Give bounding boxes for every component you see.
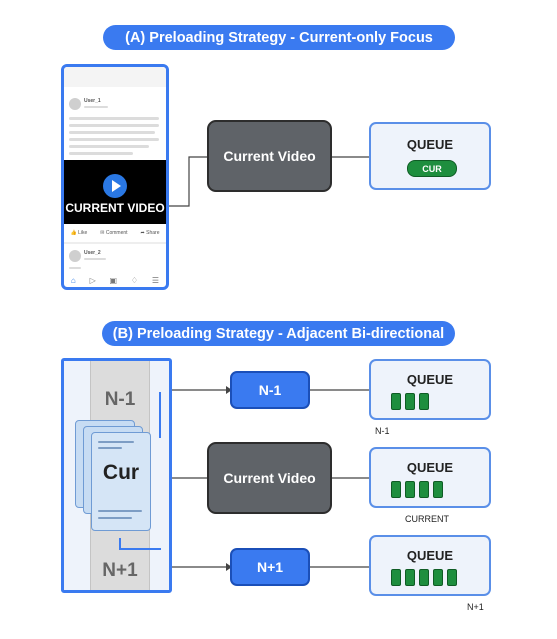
card-line bbox=[98, 441, 134, 443]
strip-highlight-line bbox=[159, 392, 161, 438]
queue-slot bbox=[433, 481, 443, 498]
queue-slot bbox=[405, 481, 415, 498]
queue-slot bbox=[419, 393, 429, 410]
strip-label-prev: N-1 bbox=[104, 389, 136, 410]
queue-box-current: QUEUE bbox=[369, 447, 491, 508]
action-bar: 👍 Like ✉ Comment ➦ Share bbox=[64, 227, 166, 239]
share-label: Share bbox=[146, 230, 160, 236]
queue-slot bbox=[391, 481, 401, 498]
cur-badge: CUR bbox=[407, 160, 457, 177]
bell-icon[interactable]: ♢ bbox=[130, 275, 139, 285]
current-video-box: Current Video bbox=[207, 120, 332, 192]
queue-title: QUEUE bbox=[406, 548, 454, 563]
strip-highlight-line bbox=[119, 538, 121, 550]
avatar bbox=[69, 250, 81, 262]
queue-title: QUEUE bbox=[406, 372, 454, 387]
post-meta-line bbox=[84, 106, 108, 108]
prev-video-box: N-1 bbox=[230, 371, 310, 409]
feed-strip-panel: N-1 N+1 Cur bbox=[61, 358, 172, 593]
avatar bbox=[69, 98, 81, 110]
queue-slot bbox=[419, 481, 429, 498]
post-text-line bbox=[69, 117, 159, 120]
queue-box-current-only: QUEUE CUR bbox=[369, 122, 491, 190]
like-button[interactable]: 👍 Like bbox=[70, 230, 88, 236]
marketplace-icon[interactable]: ▣ bbox=[109, 275, 118, 285]
next-video-box: N+1 bbox=[230, 548, 310, 586]
queue-box-next: QUEUE bbox=[369, 535, 491, 596]
queue-slot bbox=[391, 569, 401, 586]
video-label: CURRENT VIDEO bbox=[65, 201, 165, 215]
strip-highlight-line bbox=[119, 548, 161, 550]
bottom-nav: ⌂ ▷ ▣ ♢ ☰ bbox=[64, 272, 166, 287]
post-text-line bbox=[69, 145, 149, 148]
queue-slot bbox=[419, 569, 429, 586]
queue-title: QUEUE bbox=[406, 137, 454, 152]
queue-caption-prev: N-1 bbox=[375, 426, 390, 436]
post-username: User_1 bbox=[84, 98, 101, 104]
stack-card-front: Cur bbox=[91, 432, 151, 531]
phone-mockup: ⚲ User_1 CURRENT VIDEO 👍 Like ✉ Comment … bbox=[61, 64, 169, 290]
section-a-title: (A) Preloading Strategy - Current-only F… bbox=[103, 25, 455, 50]
queue-slot bbox=[447, 569, 457, 586]
queue-slot bbox=[405, 569, 415, 586]
strip-label-next: N+1 bbox=[102, 560, 138, 581]
queue-slot bbox=[391, 393, 401, 410]
queue-slot bbox=[405, 393, 415, 410]
home-icon[interactable]: ⌂ bbox=[70, 275, 76, 285]
share-button[interactable]: ➦ Share bbox=[140, 230, 160, 236]
section-b-title: (B) Preloading Strategy - Adjacent Bi-di… bbox=[102, 321, 455, 346]
play-icon[interactable] bbox=[103, 174, 127, 198]
post-meta-line bbox=[84, 258, 106, 260]
play-triangle bbox=[112, 180, 121, 192]
queue-slot bbox=[433, 569, 443, 586]
queue-box-prev: QUEUE bbox=[369, 359, 491, 420]
video-player[interactable]: CURRENT VIDEO bbox=[64, 160, 166, 224]
card-line bbox=[98, 447, 122, 449]
card-line bbox=[98, 510, 142, 512]
current-video-box-b: Current Video bbox=[207, 442, 332, 514]
post-username: User_2 bbox=[84, 250, 101, 256]
post-text-line bbox=[69, 138, 159, 141]
video-icon[interactable]: ▷ bbox=[89, 275, 96, 285]
post-text-line bbox=[69, 152, 133, 155]
queue-caption-current: CURRENT bbox=[405, 514, 449, 524]
comment-label: Comment bbox=[105, 230, 128, 236]
comment-button[interactable]: ✉ Comment bbox=[100, 230, 128, 236]
divider bbox=[64, 242, 166, 244]
queue-title: QUEUE bbox=[406, 460, 454, 475]
card-line bbox=[98, 517, 132, 519]
menu-icon[interactable]: ☰ bbox=[151, 275, 160, 285]
stack-label-current: Cur bbox=[102, 461, 140, 484]
post-text-line bbox=[69, 124, 159, 127]
like-label: Like bbox=[78, 230, 88, 236]
post-text-line bbox=[69, 131, 155, 134]
queue-caption-next: N+1 bbox=[467, 602, 484, 612]
status-bar bbox=[64, 67, 166, 87]
post-text-line bbox=[69, 267, 81, 269]
